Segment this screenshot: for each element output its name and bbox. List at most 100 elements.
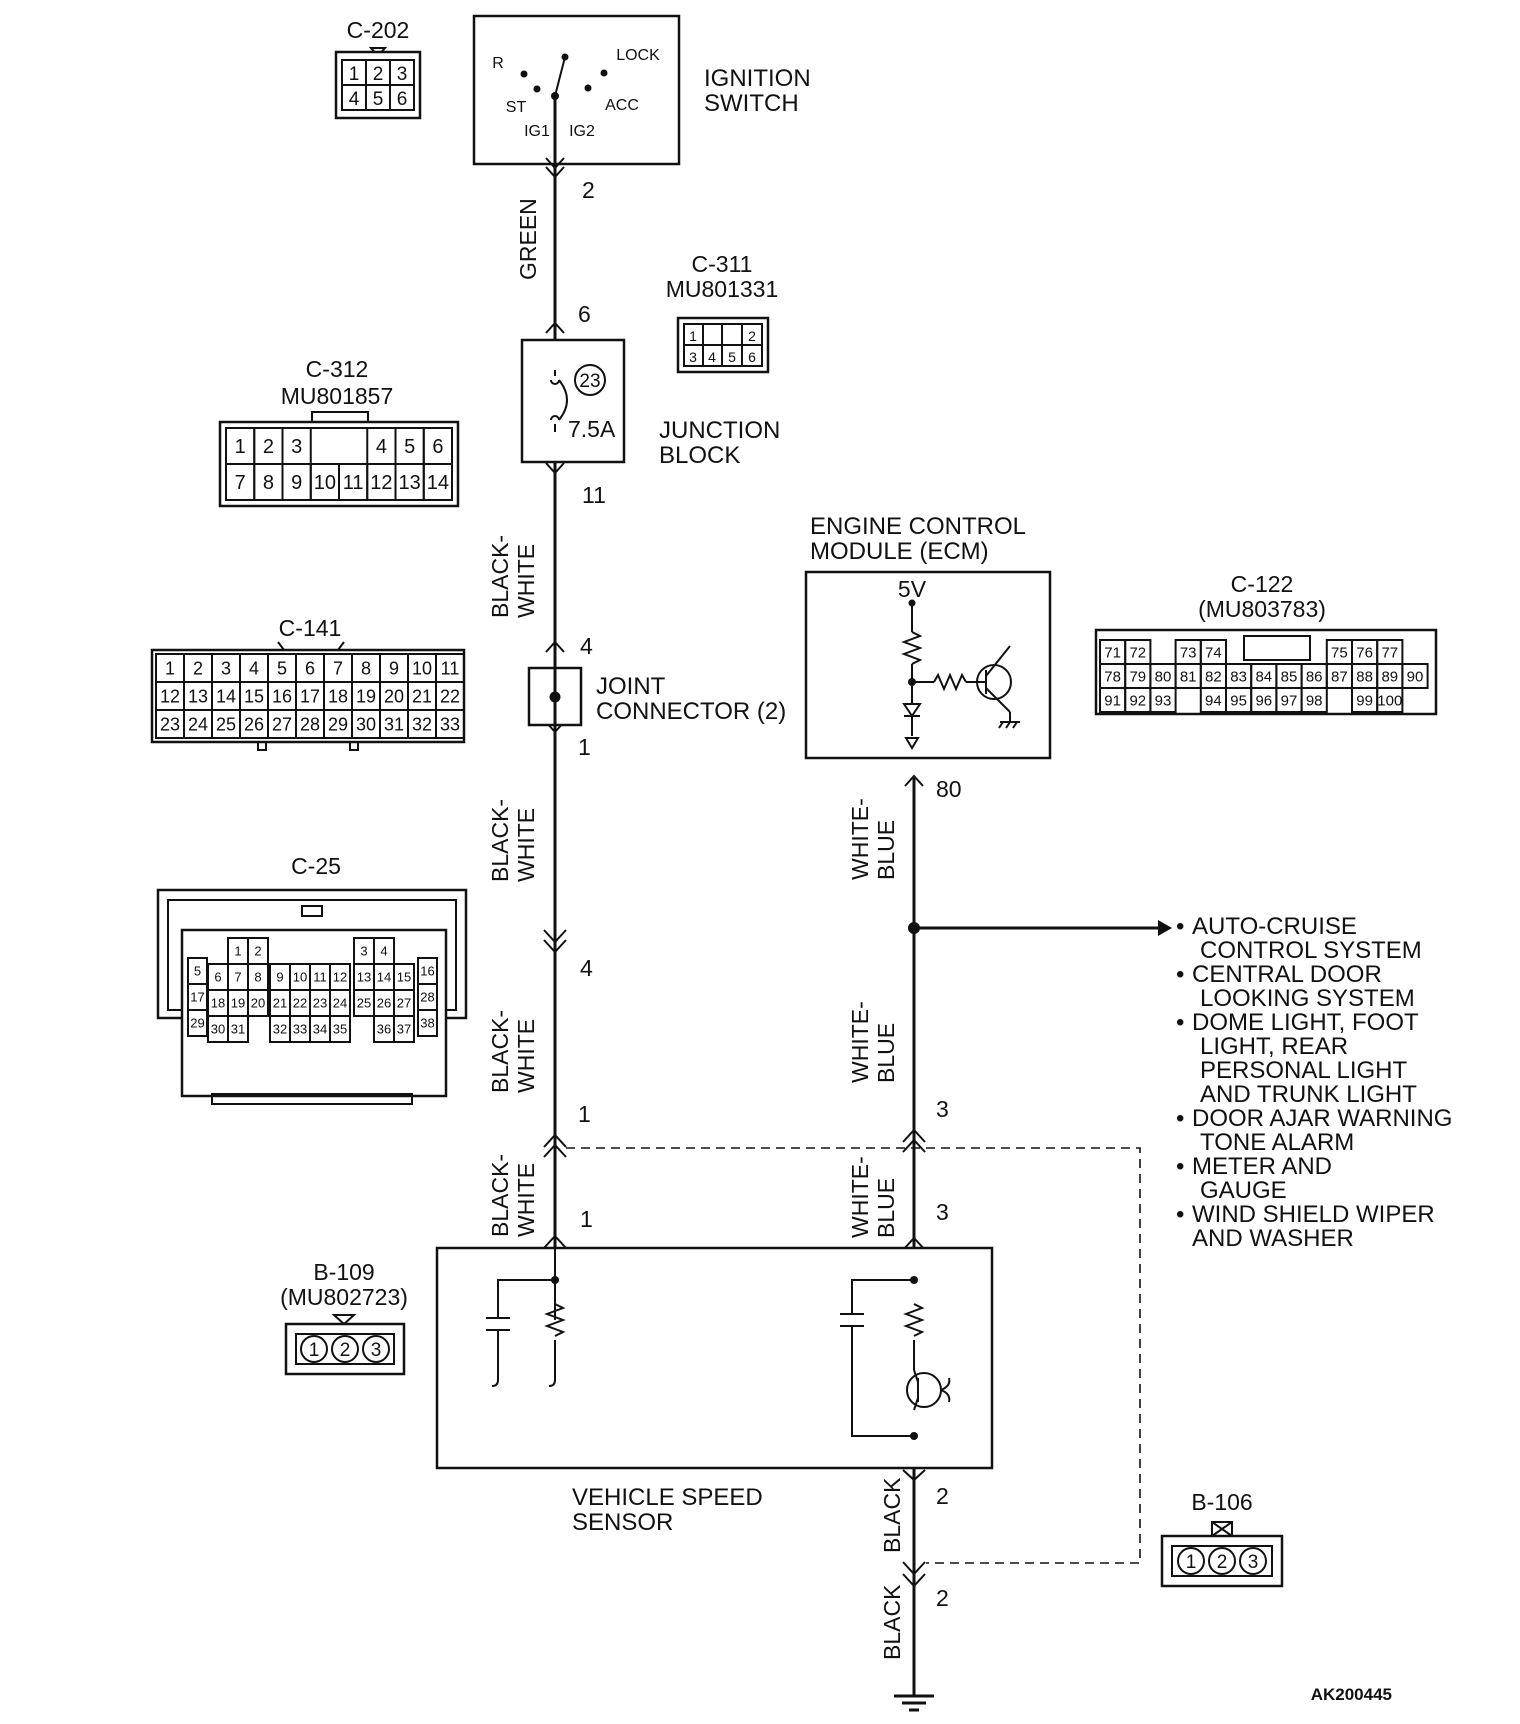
c122-pin: 84 [1255, 668, 1272, 685]
ecm-title-2: MODULE (ECM) [810, 538, 989, 565]
ecm-box [804, 570, 1052, 760]
c25-pin: 13 [357, 970, 371, 985]
c122-pin: 73 [1180, 644, 1197, 661]
joint-connector-title-2: CONNECTOR (2) [596, 698, 786, 725]
c25-pin: 28 [420, 990, 434, 1005]
c122-pin: 82 [1205, 668, 1222, 685]
ign-pos-lock: LOCK [616, 47, 660, 64]
c141-pin: 9 [389, 658, 399, 678]
system-list: • AUTO-CRUISE CONTROL SYSTEM • CENTRAL D… [1176, 913, 1452, 1252]
c25-pin: 24 [333, 996, 347, 1011]
c122-pin: 92 [1129, 692, 1146, 709]
wire-color-bw-a: BLACK- [487, 535, 513, 618]
c141-pin: 24 [188, 714, 208, 734]
right-harness: WHITE- BLUE WHITE- BLUE 3 WHITE- BLUE 3 … [847, 774, 1172, 1712]
c312-pin: 5 [404, 436, 415, 458]
c312-name: C-312 [306, 356, 369, 382]
c122-pin: 81 [1180, 668, 1197, 685]
system-item-3d: AND TRUNK LIGHT [1200, 1081, 1417, 1108]
ign-pos-ig2: IG2 [569, 123, 595, 140]
vehicle-speed-sensor: VEHICLE SPEED SENSOR [435, 1246, 994, 1536]
ign-contact-ig2 [584, 84, 592, 92]
wire-color-bw-d2: WHITE [513, 1163, 539, 1237]
c25-pin: 38 [420, 1016, 434, 1031]
c25-pin: 15 [397, 970, 411, 985]
left-harness: GREEN 6 23 7.5A JUNCTION BLOCK 11 BLACK-… [487, 96, 786, 1249]
c141-pin: 1 [165, 658, 175, 678]
c25-pin: 14 [377, 970, 391, 985]
joint-pin-out: 1 [578, 734, 591, 760]
c25-pin: 12 [333, 970, 347, 985]
system-bullet: • [1176, 913, 1184, 940]
c25-pin: 37 [397, 1022, 411, 1037]
c122-cell [1300, 687, 1328, 713]
c311-pin: 3 [689, 349, 697, 365]
c141-pin: 11 [441, 658, 460, 678]
wire-color-green: GREEN [515, 198, 541, 280]
c25-pin: 22 [293, 996, 307, 1011]
connector-c311: C-311 MU801331 1 2 3 4 5 6 [666, 251, 779, 374]
connector-b109: B-109 (MU802723) 1 2 3 [280, 1259, 408, 1376]
c141-pin: 15 [244, 686, 264, 706]
wire-color-black-a: BLACK [879, 1477, 905, 1553]
c122-pin: 74 [1205, 644, 1222, 661]
vss-ground-pin: 2 [936, 1483, 949, 1509]
c25-pin: 16 [420, 964, 434, 979]
c122-pin: 78 [1104, 668, 1121, 685]
system-bullet: • [1176, 1153, 1184, 1180]
c122-part: (MU803783) [1198, 596, 1326, 622]
c25-pin: 9 [276, 970, 283, 985]
c122-pin: 87 [1331, 668, 1348, 685]
c312-pin: 3 [291, 436, 302, 458]
c25-pin: 4 [380, 944, 387, 959]
system-item-6: WIND SHIELD WIPER [1192, 1201, 1435, 1228]
c141-pin: 10 [412, 658, 432, 678]
ignition-switch-title-2: SWITCH [704, 90, 799, 117]
fuse-number-circle [574, 364, 606, 396]
c141-pin: 17 [300, 686, 320, 706]
c311-pin: 5 [728, 349, 736, 365]
ecm-pin: 80 [936, 776, 962, 802]
b106-ground-pin: 2 [936, 1585, 949, 1611]
c141-pin: 19 [356, 686, 376, 706]
c141-pin: 21 [412, 686, 432, 706]
c141-pin: 16 [272, 686, 292, 706]
fuse-number: 23 [579, 371, 600, 392]
junction-block-box [520, 338, 626, 464]
ecm: ENGINE CONTROL MODULE (ECM) 5V 80 [804, 513, 1052, 802]
c311-part: MU801331 [666, 276, 779, 302]
wire-color-wb-a: WHITE- [847, 798, 873, 880]
c25-pin: 2 [254, 944, 261, 959]
ign-pos-ig1: IG1 [524, 123, 550, 140]
system-item-5: METER AND [1192, 1153, 1332, 1180]
c141-pin: 29 [328, 714, 348, 734]
c25-pin: 20 [251, 996, 265, 1011]
ecm-supply-label: 5V [898, 576, 927, 602]
c312-pin: 6 [432, 436, 443, 458]
c25-pin: 3 [360, 944, 367, 959]
c122-cell [1149, 687, 1177, 713]
c25-pin: 5 [194, 964, 201, 979]
c141-pin: 12 [160, 686, 180, 706]
c122-pin: 83 [1230, 668, 1247, 685]
c202-pin: 4 [349, 89, 360, 110]
wire-color-bw-d: BLACK- [487, 1154, 513, 1237]
c312-pin: 2 [263, 436, 274, 458]
jb-pin-out: 11 [582, 482, 606, 508]
c25-female-chevrons [543, 1133, 567, 1158]
shield-line [566, 1147, 1141, 1564]
c141-pin: 8 [361, 658, 371, 678]
c122-pin: 93 [1155, 692, 1172, 709]
c25-left-pin-out: 1 [578, 1101, 591, 1127]
vss-resistor-icon [544, 1303, 566, 1337]
c141-pin: 20 [384, 686, 404, 706]
c122-pin: 75 [1331, 644, 1348, 661]
wire-color-bw-b: BLACK- [487, 799, 513, 882]
c122-pin: 90 [1407, 668, 1424, 685]
c122-cell [1401, 663, 1429, 689]
system-bullet: • [1176, 961, 1184, 988]
vss-right-pin: 3 [936, 1199, 949, 1225]
c122-pin: 91 [1104, 692, 1121, 709]
wire-color-wb-b: WHITE- [847, 1001, 873, 1083]
